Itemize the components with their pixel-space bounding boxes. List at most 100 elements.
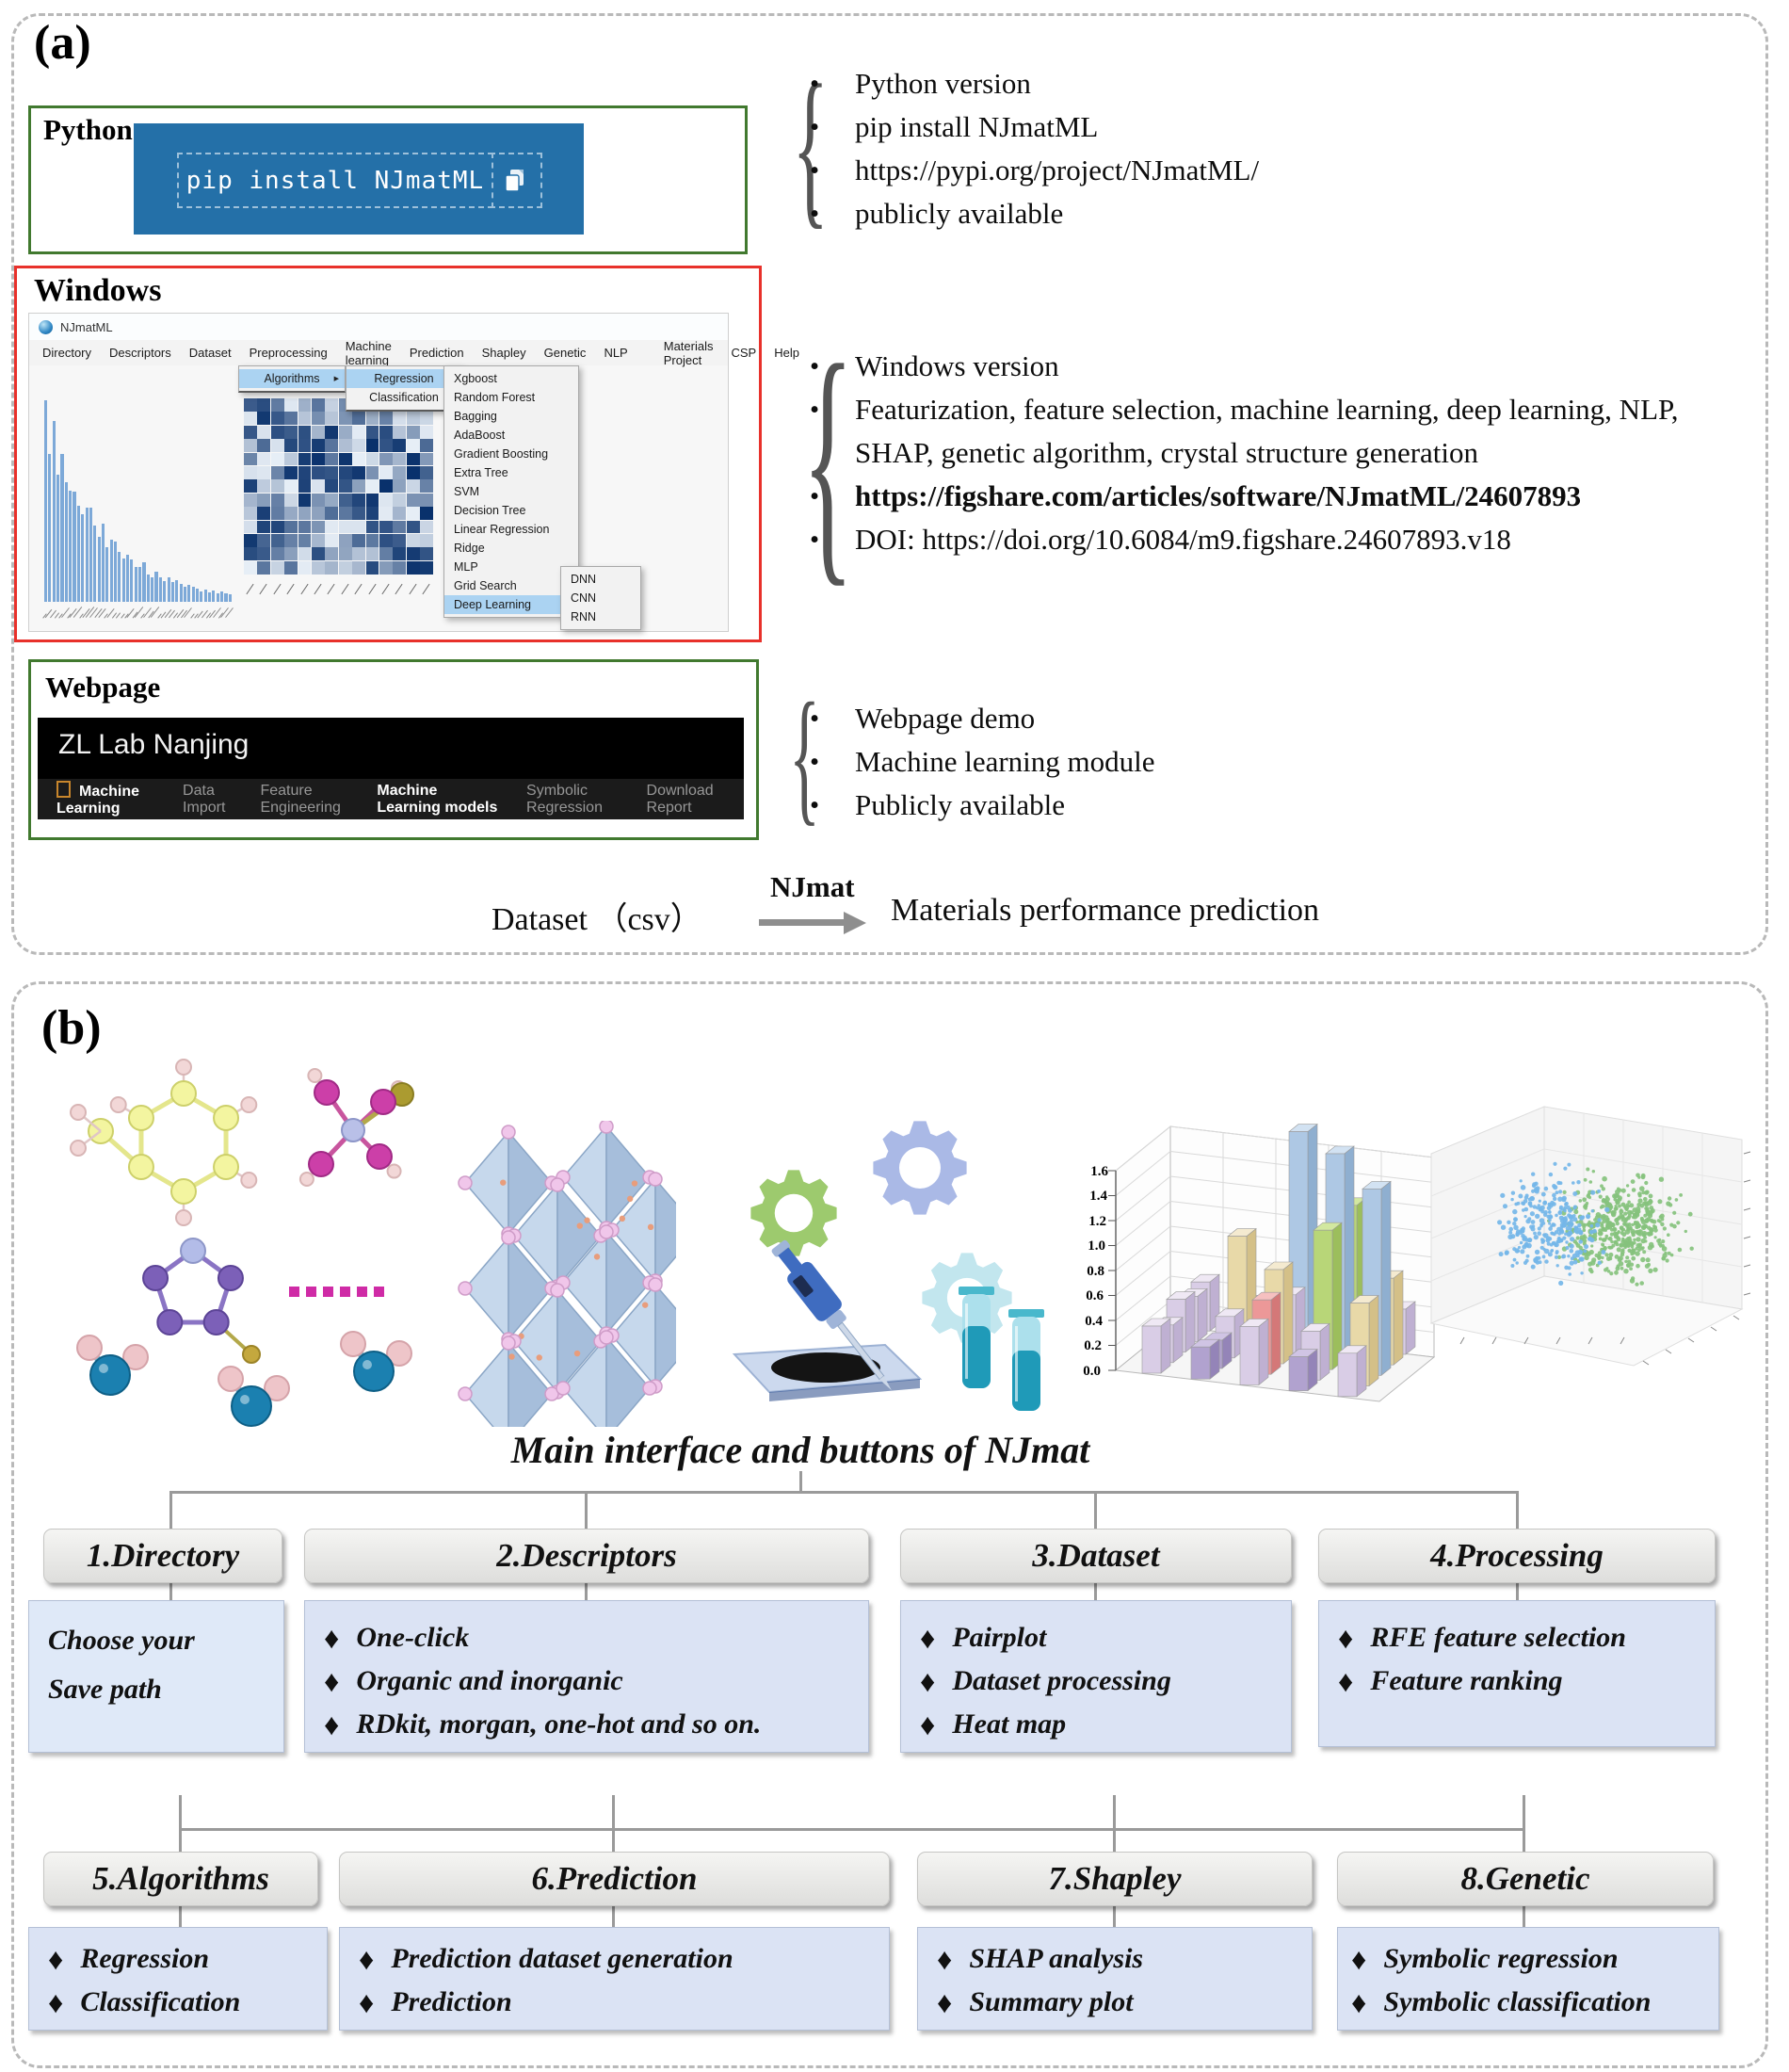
bullet-item: pip install NJmatML [810,105,1751,149]
molecules-group [70,1059,414,1427]
bullet-item: https://figshare.com/articles/software/N… [810,475,1761,518]
nav-machine-learning[interactable]: Machine Learning [56,781,158,817]
pip-command: pip install NJmatML [177,153,493,208]
connector [1523,1902,1525,1927]
connector [1094,1491,1097,1529]
connector [612,1902,615,1927]
svg-text:0.8: 0.8 [1087,1264,1104,1279]
flow-arrow [759,919,844,926]
group-body-dataset: Pairplot Dataset processing Heat map [900,1600,1292,1753]
menu-item-cnn[interactable]: CNN [571,591,597,605]
group-header-shapley: 7.Shapley [917,1852,1313,1906]
svg-text:1.0: 1.0 [1088,1238,1105,1254]
menu-shapley[interactable]: Shapley [481,346,526,360]
menu-dataset[interactable]: Dataset [188,346,232,360]
pip-command-text: pip install NJmatML [185,166,485,195]
menu-item-ridge[interactable]: Ridge [454,542,485,555]
svg-text:0.2: 0.2 [1084,1338,1102,1353]
nav-download-report[interactable]: Download Report [646,782,714,816]
svg-text:0.6: 0.6 [1086,1288,1104,1303]
menu-nlp[interactable]: NLP [604,346,628,360]
group-body-shapley: SHAP analysis Summary plot [917,1927,1313,2031]
nav-feature-engineering[interactable]: Feature Engineering [260,782,341,816]
svg-text:1.6: 1.6 [1090,1164,1108,1179]
copy-button[interactable] [490,153,542,208]
scatter3d-points [1497,1161,1694,1287]
menu-item-algorithms[interactable]: Algorithms [239,369,345,388]
menu-item-gradient-boosting[interactable]: Gradient Boosting [454,447,549,461]
bar3d-ticklabels: 1.6 1.4 1.2 1.0 0.8 0.6 0.4 0.2 0.0 [1083,1164,1108,1379]
menu-item-decision-tree[interactable]: Decision Tree [454,504,526,517]
group-header-directory: 1.Directory [43,1529,282,1583]
nav-data-import[interactable]: Data Import [183,782,226,816]
pipette-plate-group [732,1239,1044,1411]
connector [169,1491,172,1529]
group-header-algorithms: 5.Algorithms [43,1852,318,1906]
bullet-item: Publicly available [810,784,1657,827]
bullet-item: Machine learning module [810,740,1657,784]
group-body-processing: RFE feature selection Feature ranking [1318,1600,1716,1747]
connector [1516,1491,1519,1529]
menu-item-deep-learning[interactable]: Deep Learning [444,595,578,614]
group-header-dataset: 3.Dataset [900,1529,1292,1583]
panel-a-label: (a) [34,16,91,70]
windows-box-title: Windows [34,273,162,308]
connector [1113,1795,1116,1852]
bar3d-bars [1141,1123,1416,1398]
molecules-illustration [70,1059,414,1427]
menu-item-dnn[interactable]: DNN [571,573,597,586]
connector [169,1491,1519,1494]
menu-item-adaboost[interactable]: AdaBoost [454,429,506,442]
menu-directory[interactable]: Directory [42,346,92,360]
menu-descriptors[interactable]: Descriptors [109,346,171,360]
app-icon [39,319,53,334]
menu-item-regression[interactable]: Regression [347,369,461,388]
menu-preprocessing[interactable]: Preprocessing [249,346,328,360]
webpage-nav: Machine Learning Data Import Feature Eng… [38,779,744,819]
nav-ml-models[interactable]: Machine Learning models [377,782,498,816]
menu-item-linear-regression[interactable]: Linear Regression [454,523,550,536]
njmatml-app-screenshot: NJmatML Directory Descriptors Dataset Pr… [28,313,799,632]
menu-prediction[interactable]: Prediction [409,346,464,360]
crystal-group [458,1121,676,1427]
bar3d-chart: 1.6 1.4 1.2 1.0 0.8 0.6 0.4 0.2 0.0 [1083,1123,1436,1402]
connector [179,1795,182,1852]
menu-item-mlp[interactable]: MLP [454,560,478,574]
connector [179,1902,182,1927]
menu-materials-project[interactable]: Materials Project [663,338,714,367]
connector [1094,1581,1097,1600]
menu-item-xgboost[interactable]: Xgboost [454,372,497,385]
panel-b-title: Main interface and buttons of NJmat [510,1429,1090,1471]
bullet-item: publicly available [810,192,1751,235]
menu-item-bagging[interactable]: Bagging [454,410,497,423]
menu-machine-learning[interactable]: Machine learning [345,338,392,367]
menu-genetic[interactable]: Genetic [543,346,587,360]
webpage-box-title: Webpage [45,671,161,704]
scatter3d-chart [1429,1106,1751,1367]
flow-arrow-head [844,912,866,934]
connector [1113,1902,1116,1927]
pip-banner: pip install NJmatML [134,123,584,235]
flow-input: Dataset （csv） [492,902,702,937]
menu-item-svm[interactable]: SVM [454,485,480,498]
group-body-genetic: Symbolic regression Symbolic classificat… [1337,1927,1719,2031]
menu-item-random-forest[interactable]: Random Forest [454,391,536,404]
nav-symbolic-regression[interactable]: Symbolic Regression [526,782,603,816]
app-window-title: NJmatML [60,319,113,334]
menu-item-extra-tree[interactable]: Extra Tree [454,466,508,479]
connector [169,1581,172,1600]
menu-csp[interactable]: CSP [731,346,757,360]
group-header-genetic: 8.Genetic [1337,1852,1714,1906]
test-tubes [959,1287,1044,1411]
webpage-banner: ZL Lab Nanjing Machine Learning Data Imp… [38,718,744,819]
mini-heatmap [244,398,436,621]
orange-square-icon [56,781,71,798]
python-box-title: Python [43,113,133,146]
menu-item-rnn[interactable]: RNN [571,610,597,623]
menu-item-grid-search[interactable]: Grid Search [444,576,578,595]
copy-icon [505,169,524,192]
menu-help[interactable]: Help [774,346,799,360]
svg-text:1.4: 1.4 [1089,1189,1107,1204]
svg-text:0.0: 0.0 [1083,1364,1101,1379]
bullet-item: Python version [810,62,1751,105]
